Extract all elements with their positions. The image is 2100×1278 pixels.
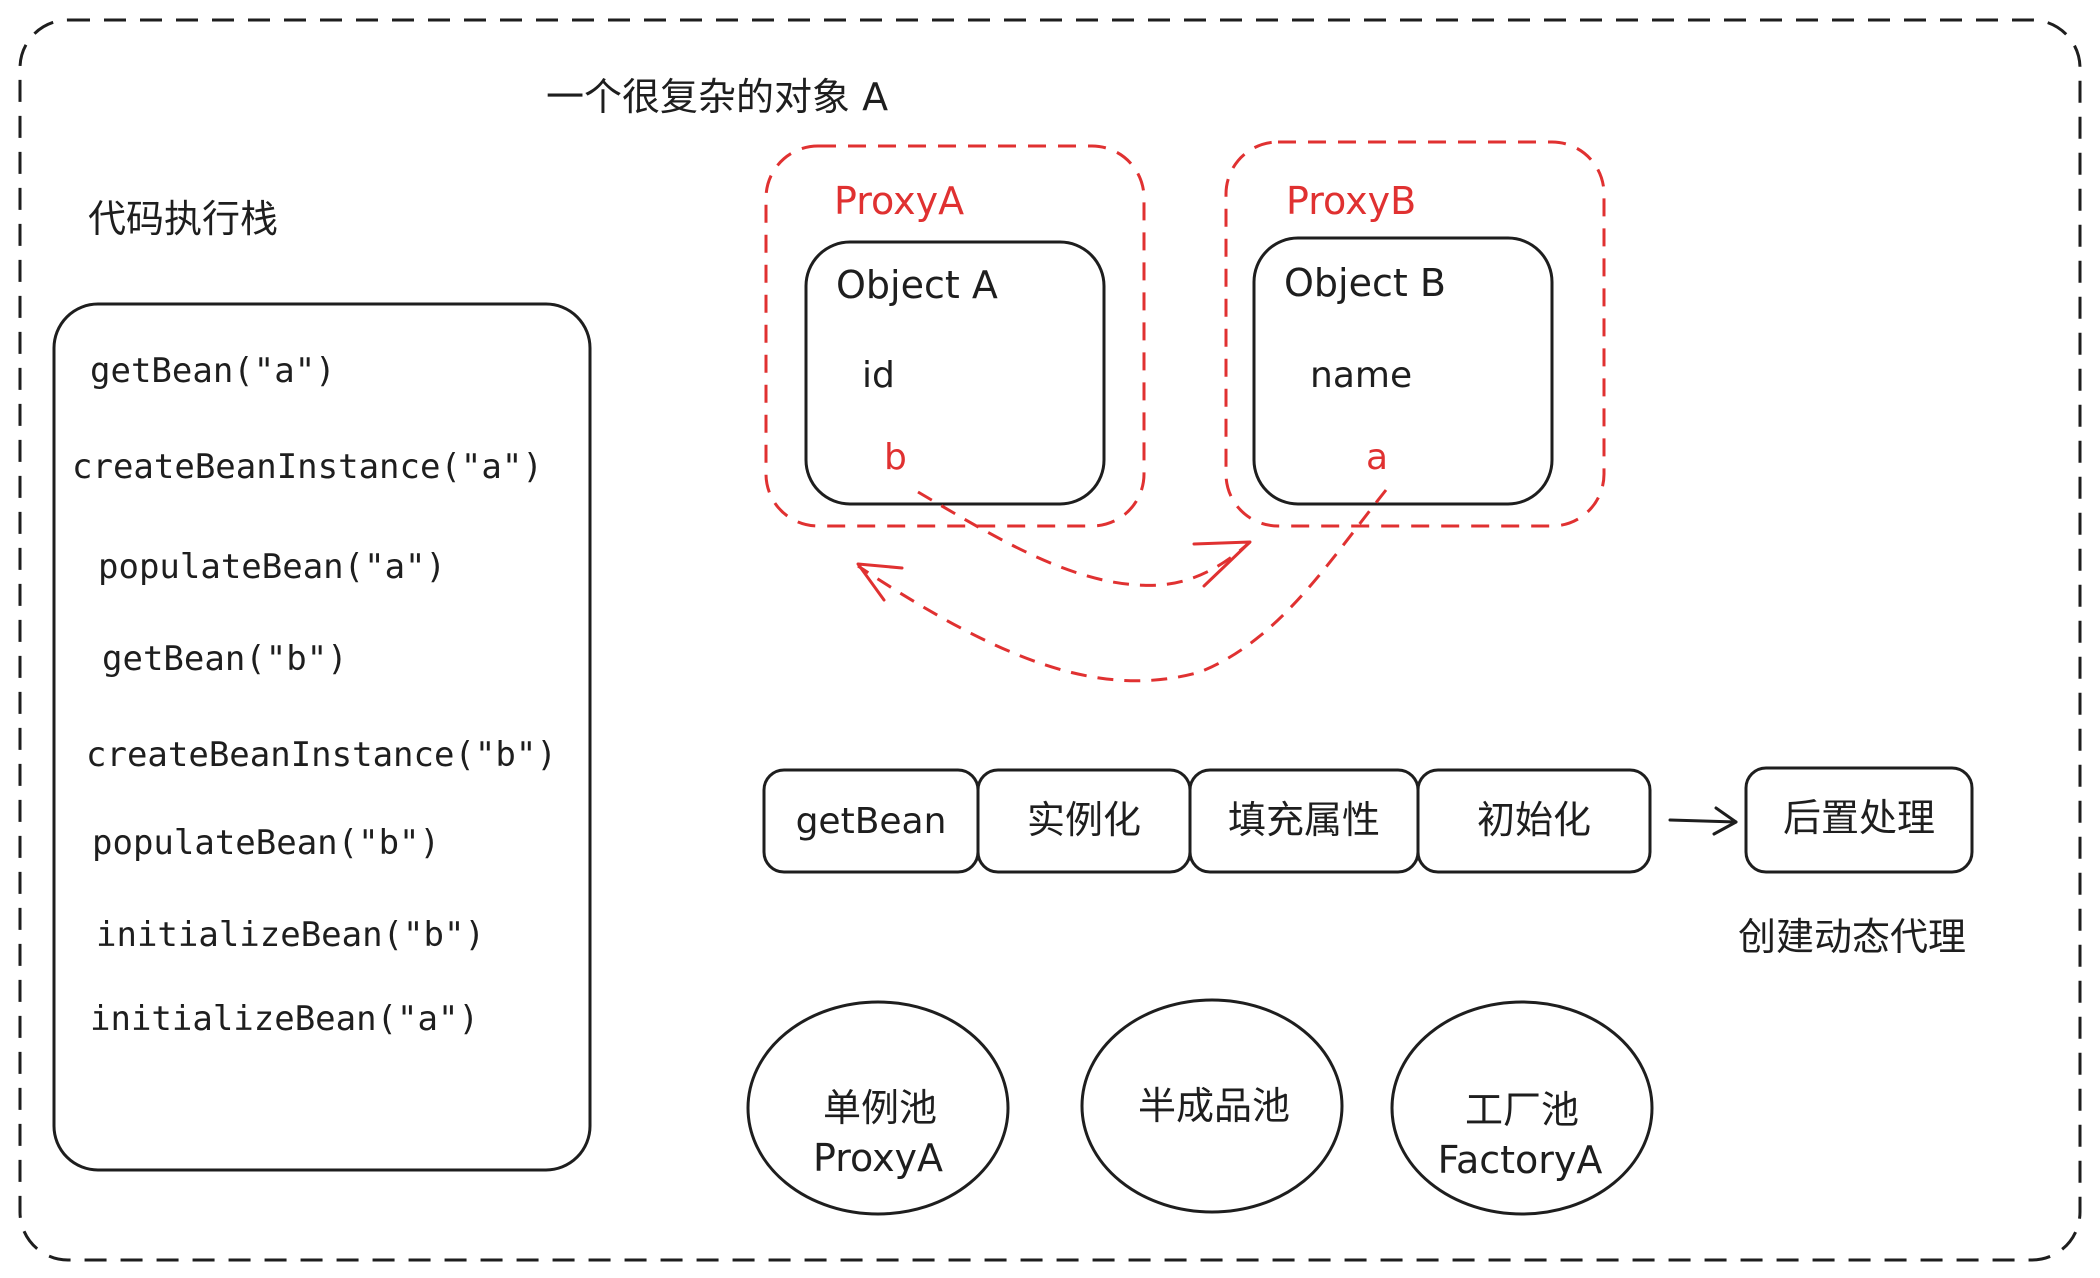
half-finished-pool-name: 半成品池: [1137, 1084, 1291, 1128]
singleton-pool-circle: [746, 1000, 1010, 1216]
post-processing-box: [1744, 766, 1974, 874]
arrow-head-proxy-a: [856, 562, 904, 602]
pipeline-step-initialize: 初始化: [1476, 798, 1592, 842]
object-a-field-b: b: [884, 437, 907, 478]
object-a-title: Object A: [836, 263, 998, 307]
stack-call-5: createBeanInstance("b"): [86, 735, 557, 775]
half-finished-pool-circle: [1080, 998, 1344, 1214]
stack-box: [52, 302, 592, 1172]
object-b-field-a: a: [1366, 437, 1389, 478]
stack-call-1: getBean("a"): [90, 351, 336, 391]
proxy-a-label: ProxyA: [834, 179, 965, 223]
arrow-b-to-proxy-b: [917, 490, 1252, 587]
diagram-title: 一个很复杂的对象 A: [546, 75, 889, 119]
pipeline-step-getbean: getBean: [795, 801, 947, 842]
factory-pool-name: 工厂池: [1464, 1088, 1580, 1132]
stack-call-2: createBeanInstance("a"): [72, 447, 543, 487]
stack-call-4: getBean("b"): [102, 639, 348, 679]
factory-pool-circle: [1390, 1000, 1654, 1216]
stack-call-6: populateBean("b"): [92, 823, 440, 863]
arrow-a-to-proxy-a: [857, 489, 1388, 683]
post-processing-note: 创建动态代理: [1738, 915, 1967, 959]
stack-call-3: populateBean("a"): [98, 547, 446, 587]
singleton-pool-content: ProxyA: [812, 1136, 944, 1180]
arrow-to-post-processing: [1668, 818, 1738, 824]
object-b-field-name: name: [1310, 355, 1413, 396]
arrow-head-post-processing: [1712, 806, 1738, 836]
stack-call-7: initializeBean("b"): [96, 915, 485, 955]
post-processing-label: 后置处理: [1782, 796, 1936, 840]
stack-call-8: initializeBean("a"): [90, 999, 479, 1039]
proxy-b-container: [1224, 140, 1606, 528]
pipeline-box-initialize: [1416, 768, 1652, 874]
arrow-head-proxy-b: [1192, 540, 1252, 588]
outer-frame: [18, 18, 2082, 1262]
stack-label: 代码执行栈: [88, 197, 279, 241]
object-a-box: [804, 240, 1106, 506]
object-b-title: Object B: [1284, 261, 1446, 305]
singleton-pool-name: 单例池: [822, 1086, 938, 1130]
pipeline-step-instantiate: 实例化: [1026, 798, 1142, 842]
proxy-b-label: ProxyB: [1286, 179, 1417, 223]
object-a-field-id: id: [862, 355, 895, 396]
object-b-box: [1252, 236, 1554, 506]
factory-pool-content: FactoryA: [1437, 1138, 1603, 1182]
proxy-a-container: [764, 144, 1146, 528]
pipeline-step-populate: 填充属性: [1227, 798, 1381, 842]
